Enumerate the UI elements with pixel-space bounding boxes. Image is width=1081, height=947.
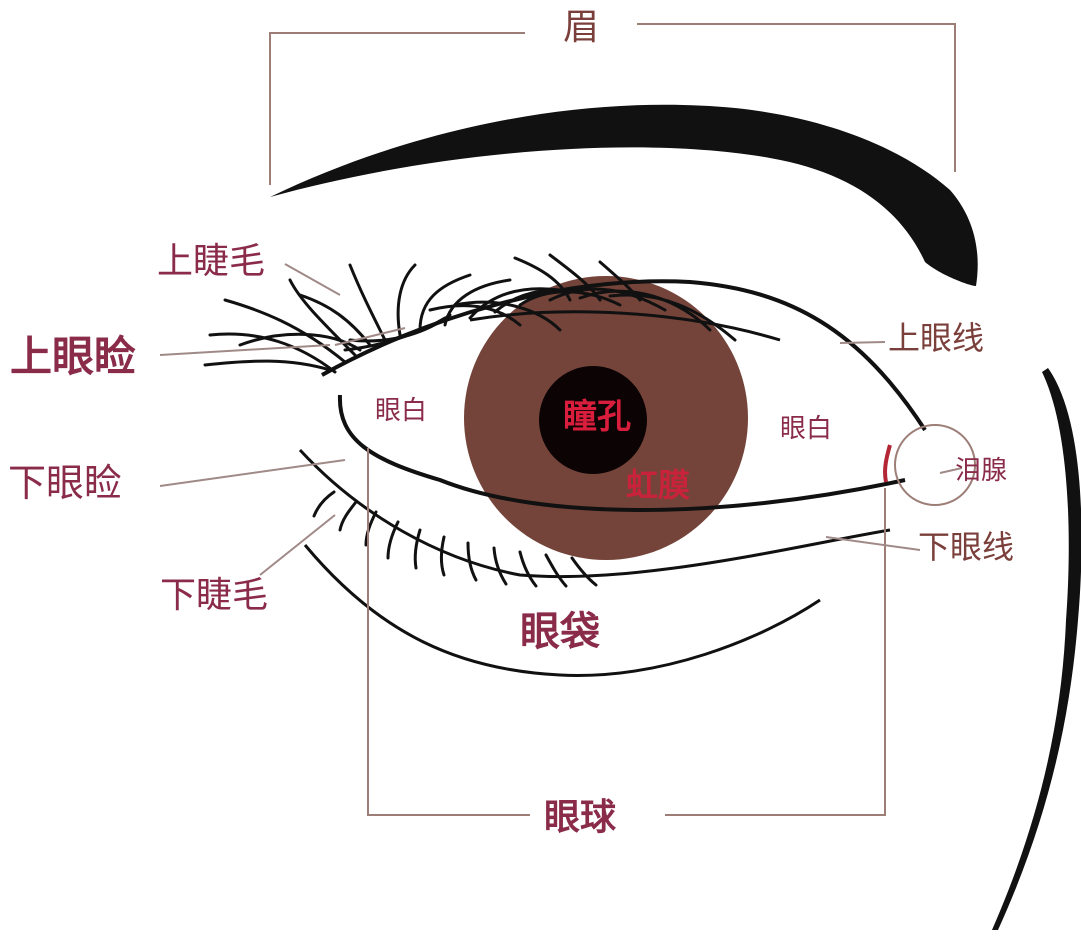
label-iris: 虹膜 <box>626 466 691 504</box>
label-upper-eyelash: 上睫毛 <box>157 241 266 282</box>
label-lower-eyelid: 下眼睑 <box>8 461 123 505</box>
label-lacrimal-gland: 泪腺 <box>955 456 1008 486</box>
eyebrow-shape <box>270 104 978 286</box>
upper-eyelashes <box>203 253 737 374</box>
inner-corner-curve <box>883 444 892 483</box>
pupil-disk <box>539 366 647 474</box>
label-eye-bag: 眼袋 <box>520 609 600 655</box>
label-sclera-right: 眼白 <box>780 414 833 444</box>
label-upper-lid-line: 上眼线 <box>888 319 985 357</box>
leader-lines <box>159 263 963 576</box>
face-contour <box>992 368 1081 930</box>
label-upper-eyelid: 上眼睑 <box>10 332 137 381</box>
label-pupil: 瞳孔 <box>563 397 631 437</box>
label-eyeball: 眼球 <box>544 797 617 838</box>
lower-lid-outline <box>337 394 906 512</box>
label-lower-eyelash: 下睫毛 <box>160 575 269 616</box>
brow-bracket <box>269 23 956 185</box>
eyeball-bracket <box>367 448 886 816</box>
label-sclera-left: 眼白 <box>375 396 428 426</box>
label-brow: 眉 <box>563 7 600 48</box>
eye-bag-curve <box>303 544 821 677</box>
lacrimal-gland-circle <box>894 424 976 506</box>
label-lower-lid-line: 下眼线 <box>918 528 1015 566</box>
